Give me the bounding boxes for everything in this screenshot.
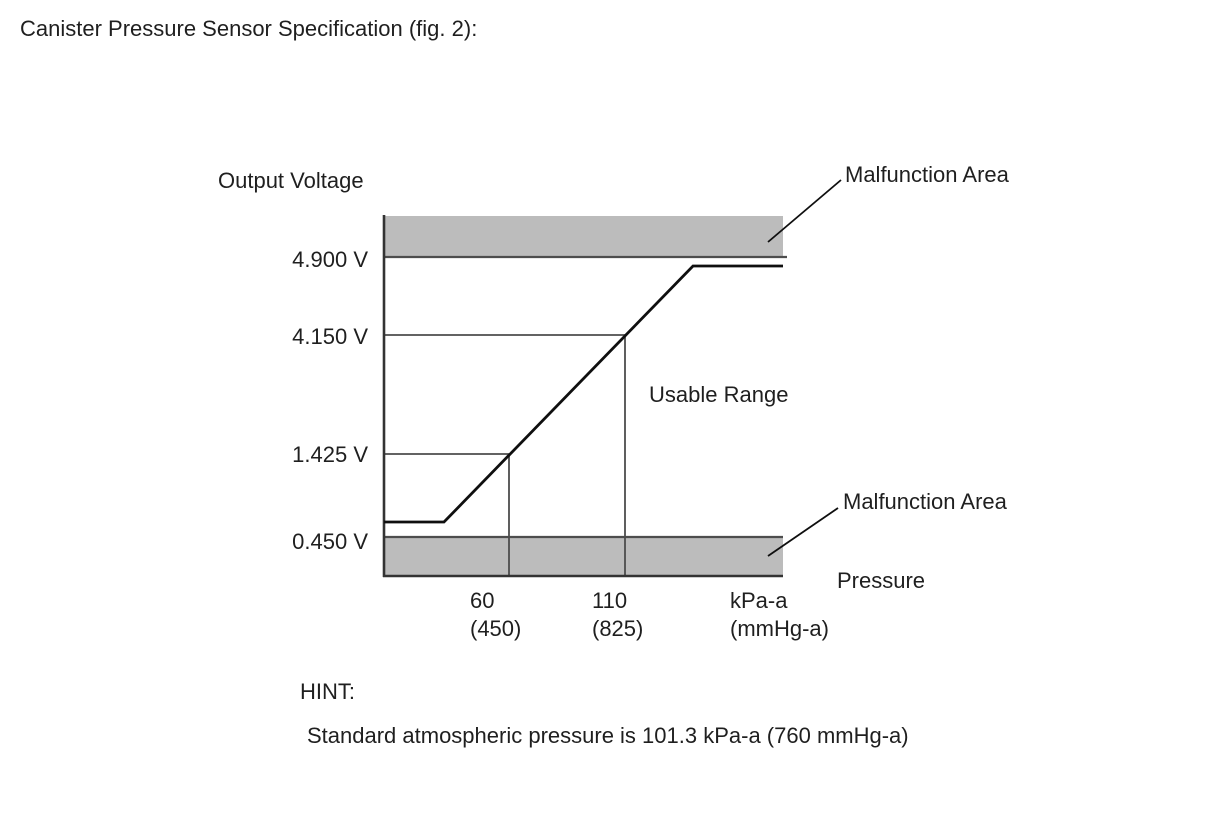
malfunction-bottom-leader [767,507,839,557]
x-tick-60kpa-sub: (450) [470,616,522,641]
x-axis-title: Pressure [837,568,926,593]
y-tick-450mv: 0.450 V [292,529,368,554]
x-tick-60kpa: 60 (450) [470,587,521,643]
x-axis-units: kPa-a (mmHg-a) [730,587,829,643]
y-tick-4900mv: 4.900 V [292,247,368,272]
page-title: Canister Pressure Sensor Specification (… [20,16,478,41]
malfunction-area-bottom-label: Malfunction Area [843,489,1007,514]
x-axis-unit-kpa: kPa-a [730,588,788,613]
malfunction-top-leader [767,179,842,243]
x-tick-60kpa-main: 60 [470,588,495,613]
malfunction-area-top-label: Malfunction Area [845,162,1009,187]
y-axis-title: Output Voltage [218,168,364,193]
x-axis-unit-mmhg: (mmHg-a) [730,616,829,641]
hint-label: HINT: [300,679,355,704]
y-tick-1425mv: 1.425 V [292,442,368,467]
hint-text: Standard atmospheric pressure is 101.3 k… [307,723,909,748]
usable-range-label: Usable Range [649,382,789,407]
x-tick-110kpa-sub: (825) [592,616,644,641]
malfunction-band-bottom [384,538,783,575]
y-tick-4150mv: 4.150 V [292,324,368,349]
x-tick-110kpa: 110 (825) [592,587,643,643]
sensor-output-curve [384,264,783,524]
malfunction-band-top [384,216,783,258]
x-tick-110kpa-main: 110 [592,588,628,613]
